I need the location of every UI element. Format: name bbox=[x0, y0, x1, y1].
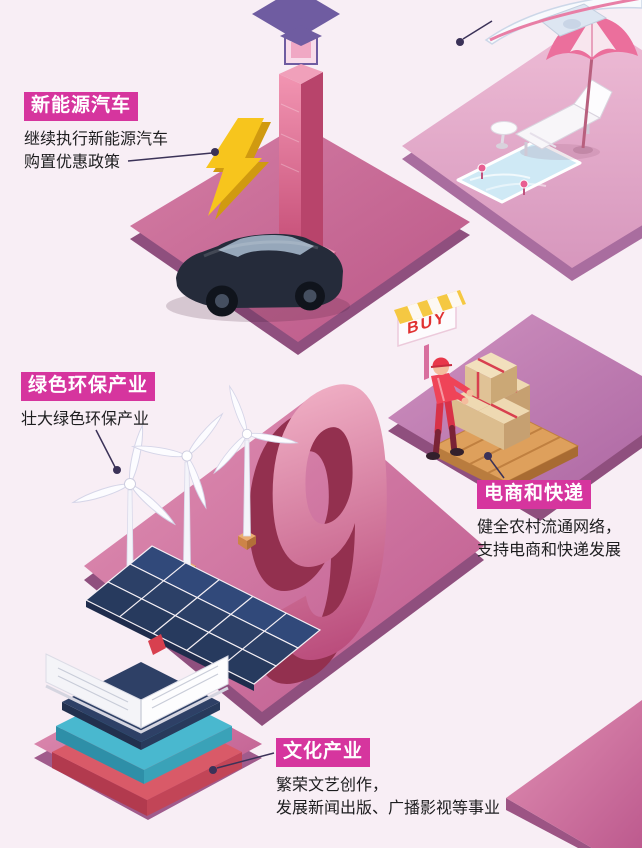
side-table-icon bbox=[490, 121, 518, 149]
car-icon bbox=[166, 233, 350, 322]
buy-sign: BUY bbox=[394, 290, 466, 380]
parcel-boxes-icon bbox=[452, 352, 530, 450]
ecommerce-desc-line2: 支持电商和快递发展 bbox=[477, 541, 622, 559]
label-green: 绿色环保产业 壮大绿色环保产业 bbox=[21, 372, 241, 431]
culture-desc-line1: 繁荣文艺创作， bbox=[276, 776, 389, 794]
number-nine: 9 9 bbox=[241, 287, 396, 781]
green-desc: 壮大绿色环保产业 bbox=[21, 408, 241, 431]
platform-green: 9 9 bbox=[71, 287, 484, 781]
ecommerce-desc-line1: 健全农村流通网络， bbox=[477, 518, 622, 536]
ecommerce-title: 电商和快递 bbox=[477, 480, 592, 509]
culture-desc-line2: 发展新闻出版、广播影视等事业 bbox=[276, 799, 501, 817]
new-energy-desc-line2: 购置优惠政策 bbox=[24, 153, 121, 171]
lightning-icon bbox=[206, 118, 271, 220]
tower-icon bbox=[266, 18, 336, 280]
new-energy-title: 新能源汽车 bbox=[24, 92, 139, 121]
green-desc-line1: 壮大绿色环保产业 bbox=[21, 410, 150, 428]
airplane-icon bbox=[484, 0, 642, 45]
label-ecommerce: 电商和快递 健全农村流通网络， 支持电商和快递发展 bbox=[477, 480, 642, 562]
new-energy-desc: 继续执行新能源汽车 购置优惠政策 bbox=[24, 128, 234, 174]
connector-lines bbox=[95, 20, 505, 774]
courier-person-icon bbox=[426, 357, 474, 460]
new-energy-desc-line1: 继续执行新能源汽车 bbox=[24, 130, 169, 148]
green-title: 绿色环保产业 bbox=[21, 372, 156, 401]
numeral-face: 9 bbox=[264, 287, 395, 757]
ecommerce-desc: 健全农村流通网络， 支持电商和快递发展 bbox=[477, 516, 642, 562]
pool-icon bbox=[456, 139, 582, 204]
culture-desc: 繁荣文艺创作， 发展新闻出版、广播影视等事业 bbox=[276, 774, 576, 820]
platform-beach bbox=[402, 11, 642, 281]
platform-books bbox=[34, 634, 262, 820]
platform-ecommerce: BUY bbox=[388, 290, 642, 521]
lounge-chair-icon bbox=[514, 79, 613, 160]
top-purple-diamond bbox=[252, 0, 340, 40]
platform-car bbox=[130, 18, 470, 355]
culture-title: 文化产业 bbox=[276, 738, 371, 767]
numeral-extrude: 9 bbox=[241, 311, 372, 781]
label-culture: 文化产业 繁荣文艺创作， 发展新闻出版、广播影视等事业 bbox=[276, 738, 576, 820]
platform-bottom-right bbox=[506, 700, 642, 848]
open-book-icon bbox=[45, 634, 242, 816]
label-new-energy: 新能源汽车 继续执行新能源汽车 购置优惠政策 bbox=[24, 92, 234, 174]
